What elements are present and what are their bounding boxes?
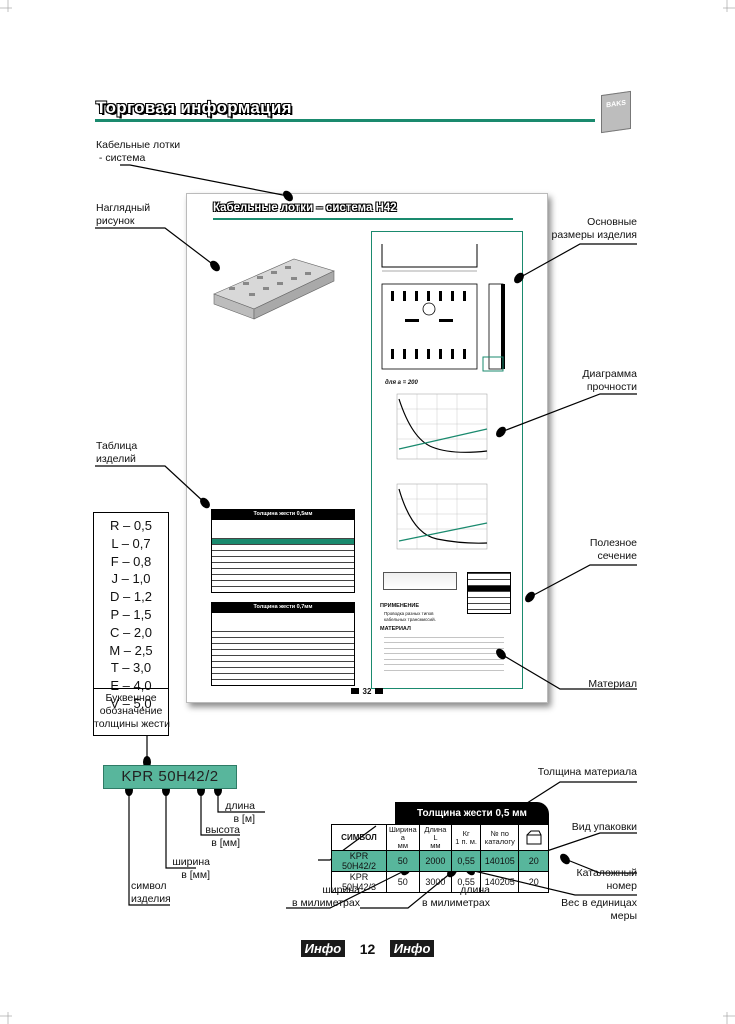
label-package-type: Вид упаковки — [571, 821, 637, 833]
label-cable-system: Кабельные лотки - система — [96, 139, 181, 164]
label-height-mm: высота в [мм] — [205, 824, 240, 849]
table-column-header — [518, 824, 549, 851]
thickness-code-item: T – 3,0 — [110, 660, 152, 676]
label-material-thickness: Толщина материала — [537, 766, 637, 778]
table-cell: 3000 — [418, 871, 453, 893]
product-table-header: Толщина жести 0,5 мм — [395, 802, 549, 824]
label-weight-per-m: Вес в единицах меры — [561, 897, 637, 922]
label-product-table: Таблица изделий — [96, 440, 138, 465]
thickness-code-item: F – 0,8 — [110, 553, 152, 569]
table-column-header: СИМБОЛ — [331, 824, 387, 851]
product-table-05-header: Толщина жести 0,5мм — [212, 510, 354, 519]
inner-page-title: Кабельные лотки – система H42 — [213, 202, 397, 214]
cable-tray-illustration — [213, 258, 335, 320]
footer-info-left: Инфо — [300, 940, 346, 958]
thickness-code-item: V – 5,0 — [110, 695, 152, 711]
label-visual: Наглядный рисунок — [96, 202, 151, 227]
product-table-05: Толщина жести 0,5мм — [211, 509, 355, 593]
label-catalog-no: Каталожный номер — [576, 867, 637, 892]
product-table-07: Толщина жести 0,7мм — [211, 602, 355, 686]
product-code: KPR 50H42/2 — [103, 765, 237, 789]
strength-diagram-2 — [396, 483, 488, 550]
table-cell: KPR 50H42/3 — [331, 871, 387, 893]
label-length-mm: длина в милиметрах — [421, 884, 490, 909]
label-strength: Диаграмма прочности — [582, 368, 637, 393]
inner-page-number: 32 — [337, 687, 397, 696]
label-product-symbol: символ изделия — [131, 880, 171, 905]
thickness-code-item: J – 1,0 — [111, 571, 151, 587]
dimension-drawing — [381, 244, 505, 372]
material-heading: МАТЕРИАЛ — [380, 626, 411, 632]
thickness-code-item: P – 1,5 — [110, 606, 152, 622]
table-cell: 20 — [518, 871, 549, 893]
label-width-mm-short: ширина в [мм] — [172, 856, 210, 881]
material-text-lines — [384, 634, 504, 674]
thickness-code-item: L – 0,7 — [111, 535, 151, 551]
usage-text: Проводка разных типов кабельных трансмис… — [384, 611, 436, 622]
chart-param-label: для а = 200 — [385, 380, 418, 386]
table-cell: 140105 — [480, 850, 520, 872]
product-table-07-header: Толщина жести 0,7мм — [212, 603, 354, 612]
package-box-icon — [526, 830, 542, 844]
specs-frame — [371, 231, 523, 689]
page-title: Торговая информация — [96, 98, 292, 117]
catalog-page-preview: Кабельные лотки – система H42 для а = — [186, 193, 548, 703]
label-width-mm: ширина в милиметрах — [291, 884, 360, 909]
label-material: Материал — [588, 678, 637, 690]
thickness-code-item: E – 4,0 — [110, 678, 152, 694]
footer-info-right: Инфо — [389, 940, 435, 958]
label-length-m: длина в [м] — [225, 800, 255, 825]
thickness-code-item: C – 2,0 — [110, 624, 152, 640]
title-rule — [95, 119, 595, 122]
usage-heading: ПРИМЕНЕНИЕ — [380, 603, 420, 609]
useful-section-mini-table — [467, 572, 511, 614]
table-cell: 140205 — [480, 871, 520, 893]
label-useful-section: Полезное сечение — [589, 537, 637, 562]
page-number: 12 — [359, 940, 376, 957]
label-main-sizes: Основные размеры изделия — [551, 216, 637, 241]
thickness-code-item: D – 1,2 — [110, 589, 152, 605]
inner-title-rule — [213, 218, 513, 220]
table-cell: 0,55 — [451, 871, 482, 893]
cross-section-shape — [383, 572, 457, 590]
strength-diagram-1 — [396, 393, 488, 460]
thickness-code-item: M – 2,5 — [109, 642, 153, 658]
page-footer: Инфо 12 Инфо — [0, 940, 735, 958]
thickness-code-item: R – 0,5 — [110, 518, 152, 533]
thickness-caption: Буквенное обозначение толщины жести — [94, 688, 170, 735]
table-column-header: № по каталогу — [480, 824, 520, 851]
